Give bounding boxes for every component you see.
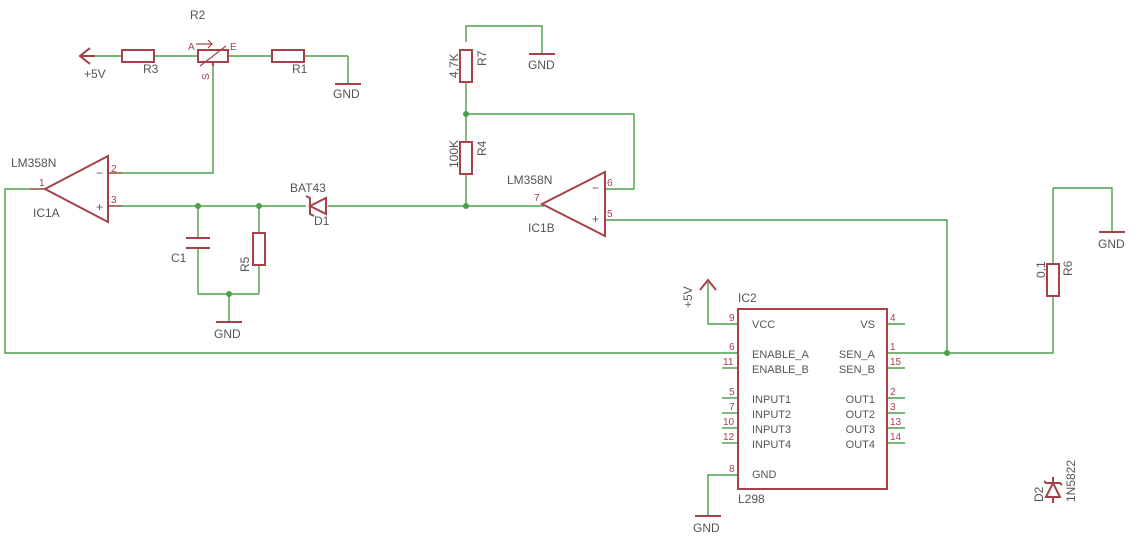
label-ic2-name: IC2 (738, 291, 757, 305)
junction (256, 203, 262, 209)
pin-number: 6 (607, 178, 613, 189)
label-r2: R2 (190, 8, 206, 22)
label-ic1b-plus: + (592, 212, 599, 226)
ic2-pin-name: GND (752, 469, 777, 481)
label-gnd: GND (333, 87, 360, 101)
vcc-arrow-icon (699, 278, 717, 291)
ic2-l298-body (737, 308, 888, 490)
label-ic1a-plus: + (96, 200, 103, 214)
label-gnd: GND (1098, 237, 1125, 251)
pin-number: 7 (534, 193, 540, 204)
label-pot-a: A (188, 42, 195, 53)
label-ic1a-type: LM358N (11, 156, 56, 170)
vcc-arrow-icon (78, 47, 95, 65)
label-r1: R1 (292, 62, 308, 76)
resistor-r6 (1046, 263, 1060, 297)
pin-number: 13 (890, 417, 902, 428)
opamp-ic1b (539, 170, 606, 238)
pin-number: 5 (607, 209, 613, 220)
ic2-pin-name: VS (860, 319, 875, 331)
label-ic1b-type: LM358N (507, 173, 552, 187)
label-bat43: BAT43 (290, 181, 326, 195)
pin-number: 1 (39, 178, 45, 189)
label-pot-s: S (201, 73, 212, 80)
label-r5: R5 (238, 256, 252, 272)
ic2-pin-name: INPUT3 (752, 424, 791, 436)
pin-number: 10 (723, 417, 735, 428)
label-r6-value: 0,1 (1034, 261, 1048, 278)
label-ic2-type: L298 (738, 492, 765, 506)
label-r7-value: 4,7K (447, 53, 461, 78)
label-r6: R6 (1061, 260, 1075, 276)
label-gnd: GND (528, 58, 555, 72)
pin-number: 8 (729, 464, 735, 475)
pin-number: 12 (723, 432, 735, 443)
resistor-r4 (459, 141, 473, 175)
resistor-r3 (121, 49, 155, 63)
ic2-pin-name: OUT2 (846, 409, 875, 421)
label-ic1b-minus: − (592, 181, 599, 195)
pin-number: 3 (111, 195, 117, 206)
label-r4-value: 100K (447, 140, 461, 168)
label-ic1a-name: IC1A (33, 206, 60, 220)
pin-number: 9 (729, 313, 735, 324)
resistor-r5 (252, 232, 266, 266)
ic2-pin-name: OUT1 (846, 394, 875, 406)
ic2-pin-name: INPUT4 (752, 439, 791, 451)
junction (463, 111, 469, 117)
ic2-pin-name: ENABLE_A (752, 349, 810, 361)
label-c1: C1 (171, 251, 187, 265)
diode-d2 (1043, 477, 1063, 503)
junction (463, 203, 469, 209)
pin-number: 1 (890, 342, 896, 353)
ic2-pin-name: OUT4 (846, 439, 875, 451)
ic2-pin-name: SEN_A (839, 349, 876, 361)
pin-number: 7 (729, 402, 735, 413)
pin-number: 2 (890, 387, 896, 398)
resistor-r7 (459, 49, 473, 83)
ic2-pin-name: INPUT1 (752, 394, 791, 406)
pin-number: 5 (729, 387, 735, 398)
opamp-ic1a (30, 154, 122, 224)
label-gnd: GND (214, 327, 241, 341)
pin-number: 4 (890, 313, 896, 324)
pin-number: 2 (111, 164, 117, 175)
pin-number: 15 (890, 357, 902, 368)
junction (195, 203, 201, 209)
pin-number: 11 (723, 357, 734, 368)
ic2-pin-name: SEN_B (839, 364, 875, 376)
label-r3: R3 (143, 62, 159, 76)
ic2-pin-name: OUT3 (846, 424, 875, 436)
wires (4, 25, 1113, 516)
label-vcc: +5V (681, 286, 695, 308)
pin-number: 3 (890, 402, 896, 413)
pin-number: 14 (890, 432, 902, 443)
label-vcc: +5V (84, 67, 106, 81)
ic2-pin-name: INPUT2 (752, 409, 791, 421)
label-pot-e: E (230, 42, 237, 53)
resistor-r1 (271, 49, 305, 63)
labels: R2 R3 R1 A E S +5V GND GND 4,7K R7 100K … (11, 8, 1125, 535)
junctions (195, 111, 950, 356)
capacitor-c1 (186, 237, 210, 249)
label-d1: D1 (314, 214, 330, 228)
label-r4: R4 (475, 140, 489, 156)
label-ic1a-minus: − (96, 166, 103, 180)
label-r7: R7 (475, 50, 489, 66)
ic2-pin-name: VCC (752, 319, 775, 331)
label-d2-type: 1N5822 (1064, 460, 1078, 502)
label-d2: D2 (1032, 486, 1046, 502)
potentiometer-r2 (196, 39, 229, 67)
pin-number: 6 (729, 342, 735, 353)
junction (944, 350, 950, 356)
diode-d1 (305, 195, 327, 217)
label-ic1b-name: IC1B (528, 221, 555, 235)
label-gnd: GND (693, 521, 720, 535)
junction (226, 291, 232, 297)
ic2-pin-name: ENABLE_B (752, 364, 809, 376)
